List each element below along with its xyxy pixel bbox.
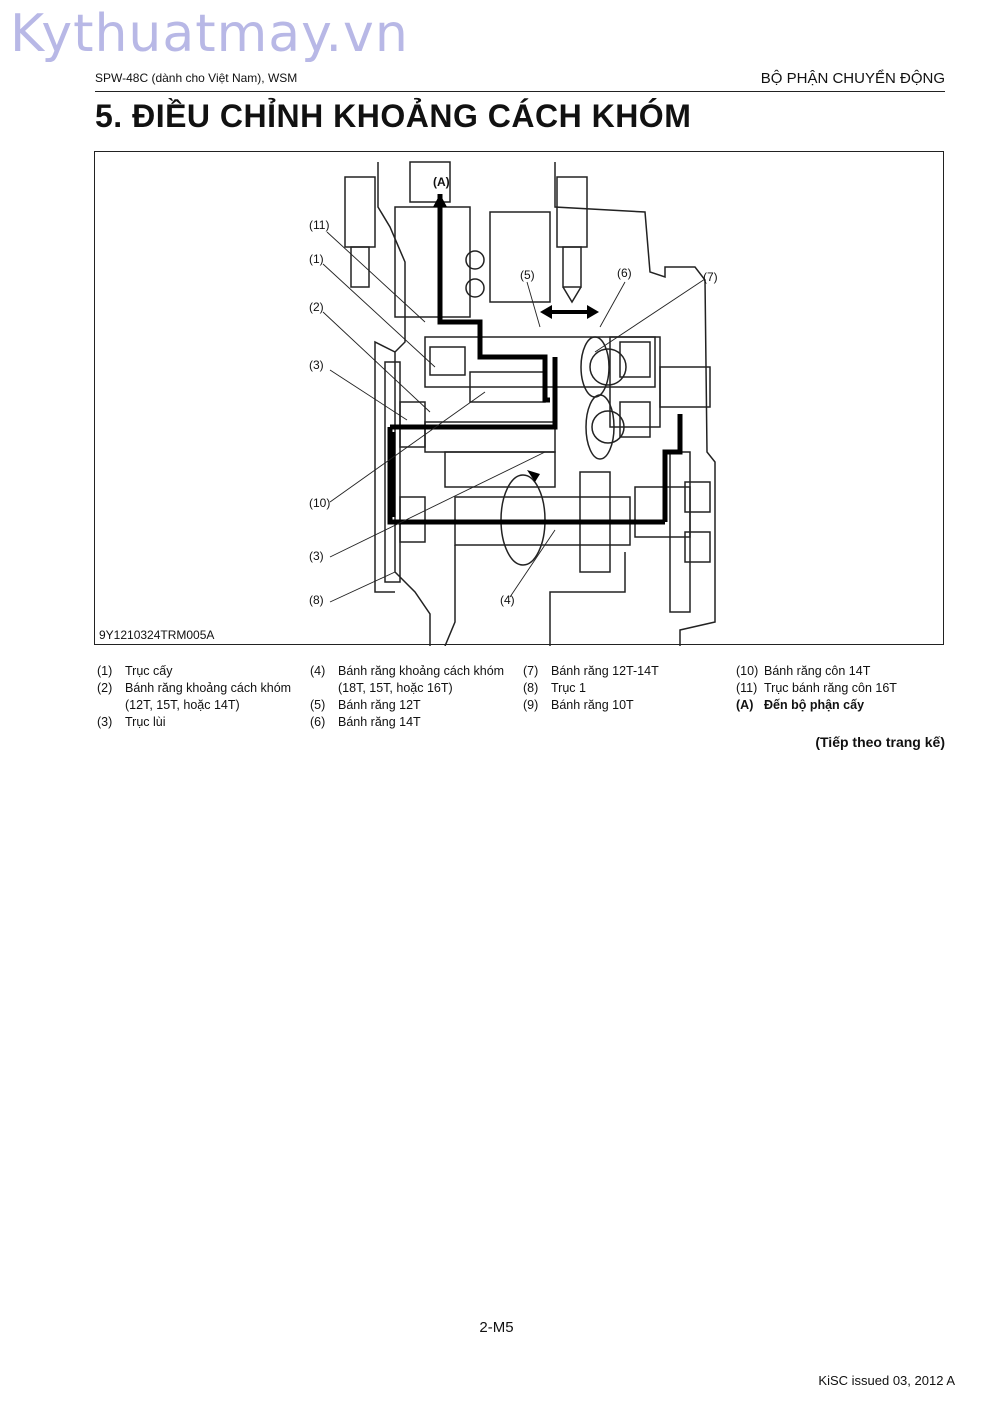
- callout-3-upper: (3): [309, 358, 324, 372]
- legend-item: (18T, 15T, hoặc 16T): [338, 681, 453, 695]
- callout-3-lower: (3): [309, 549, 324, 563]
- callout-7: (7): [703, 270, 718, 284]
- figure-code: 9Y1210324TRM005A: [99, 628, 215, 642]
- callout-6: (6): [617, 266, 632, 280]
- legend-col-1: (1)Trục cấy (2)Bánh răng khoảng cách khó…: [97, 663, 307, 731]
- legend-item: (A)Đến bộ phận cấy: [736, 698, 865, 712]
- callout-1: (1): [309, 252, 324, 266]
- legend-item: (8)Trục 1: [523, 681, 586, 695]
- callout-11: (11): [309, 218, 330, 232]
- legend-item: (2)Bánh răng khoảng cách khóm: [97, 681, 292, 695]
- watermark: Kythuatmay.vn: [10, 4, 409, 64]
- callout-8: (8): [309, 593, 324, 607]
- legend-item: (3)Trục lùi: [97, 715, 166, 729]
- legend-item: (4)Bánh răng khoảng cách khóm: [310, 664, 505, 678]
- callout-5: (5): [520, 268, 535, 282]
- header-section: BỘ PHẬN CHUYỂN ĐỘNG: [760, 70, 945, 87]
- legend-item: (1)Trục cấy: [97, 664, 173, 678]
- page-number: 2-M5: [479, 1319, 514, 1336]
- header-rule: [95, 91, 945, 92]
- legend-item: (11)Trục bánh răng côn 16T: [736, 681, 897, 695]
- callout-10: (10): [309, 496, 331, 510]
- gearbox-drawing: [322, 161, 716, 646]
- legend-item: (7)Bánh răng 12T-14T: [523, 664, 659, 678]
- legend-col-4: (10)Bánh răng côn 14T (11)Trục bánh răng…: [736, 663, 946, 714]
- legend-col-2: (4)Bánh răng khoảng cách khóm (18T, 15T,…: [310, 663, 520, 731]
- page-title: 5. ĐIỀU CHỈNH KHOẢNG CÁCH KHÓM: [95, 98, 692, 134]
- legend-item: (6)Bánh răng 14T: [310, 715, 421, 729]
- callout-A: (A): [433, 175, 450, 189]
- legend-item: (10)Bánh răng côn 14T: [736, 664, 871, 678]
- callout-4: (4): [500, 593, 515, 607]
- continued-note: (Tiếp theo trang kế): [815, 734, 945, 750]
- legend-item: (9)Bánh răng 10T: [523, 698, 634, 712]
- callout-2: (2): [309, 300, 324, 314]
- legend-item: (5)Bánh răng 12T: [310, 698, 421, 712]
- issued-note: KiSC issued 03, 2012 A: [818, 1373, 955, 1388]
- gearbox-figure: (11) (1) (2) (3) (10) (3) (8) (4) (5) (6…: [94, 151, 944, 646]
- header-model: SPW-48C (dành cho Việt Nam), WSM: [95, 71, 298, 85]
- legend-item: (12T, 15T, hoặc 14T): [125, 698, 240, 712]
- legend-col-3: (7)Bánh răng 12T-14T (8)Trục 1 (9)Bánh r…: [523, 663, 733, 714]
